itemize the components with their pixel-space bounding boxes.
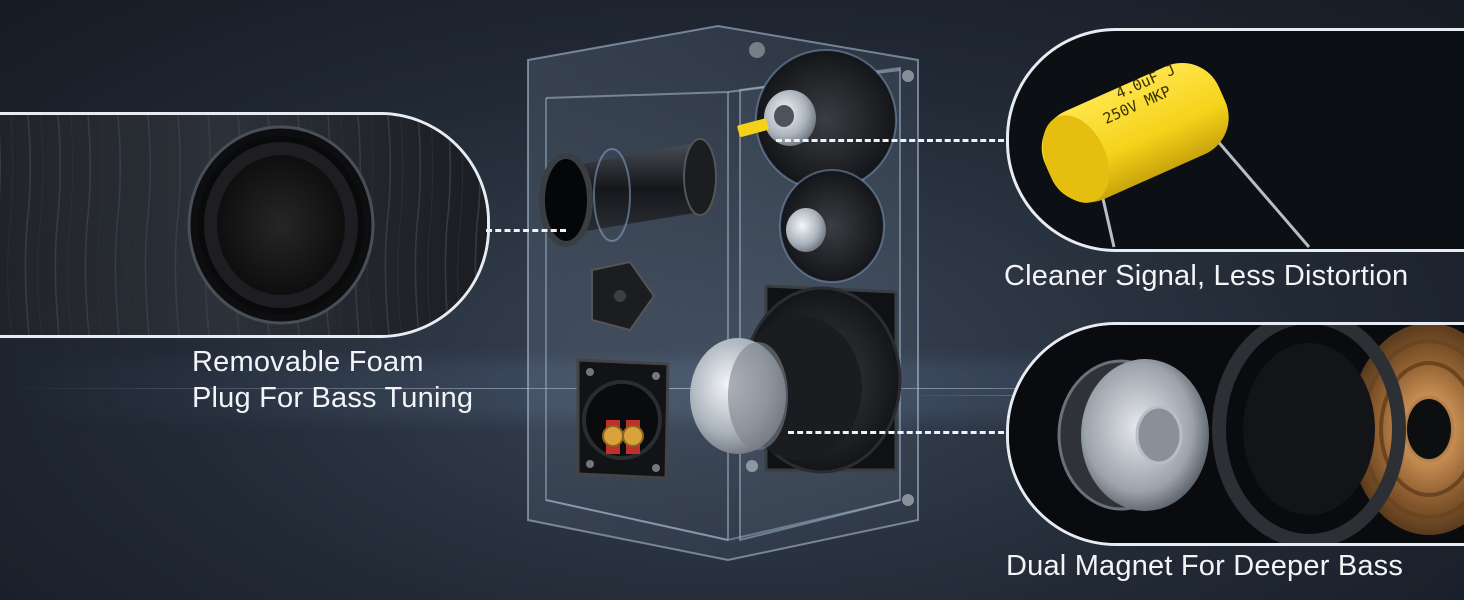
woofer-driver [690, 284, 902, 474]
midrange-driver [779, 169, 885, 283]
capacitor-callout-connector [776, 139, 1004, 142]
dual-magnet-callout [1006, 322, 1464, 546]
foam-callout-connector [486, 229, 566, 232]
bass-port-tube [539, 138, 717, 247]
foam-plug-caption: Removable Foam Plug For Bass Tuning [192, 344, 473, 416]
dual-magnet-image [1009, 325, 1464, 543]
capacitor-image: 4.0uF J 250V MKP [1009, 31, 1464, 249]
mounting-plate [591, 260, 656, 332]
capacitor-callout: 4.0uF J 250V MKP [1006, 28, 1464, 252]
tweeter-driver [737, 49, 897, 191]
foam-caption-line2: Plug For Bass Tuning [192, 382, 474, 414]
dual-magnet-caption: Dual Magnet For Deeper Bass [1006, 550, 1404, 582]
foam-plug-image [0, 115, 487, 335]
foam-plug-callout [0, 112, 490, 338]
magnet-callout-connector [788, 431, 1004, 434]
capacitor-caption: Cleaner Signal, Less Distortion [1004, 260, 1409, 292]
binding-post-terminal [576, 358, 670, 480]
foam-caption-line1: Removable Foam [192, 346, 424, 378]
